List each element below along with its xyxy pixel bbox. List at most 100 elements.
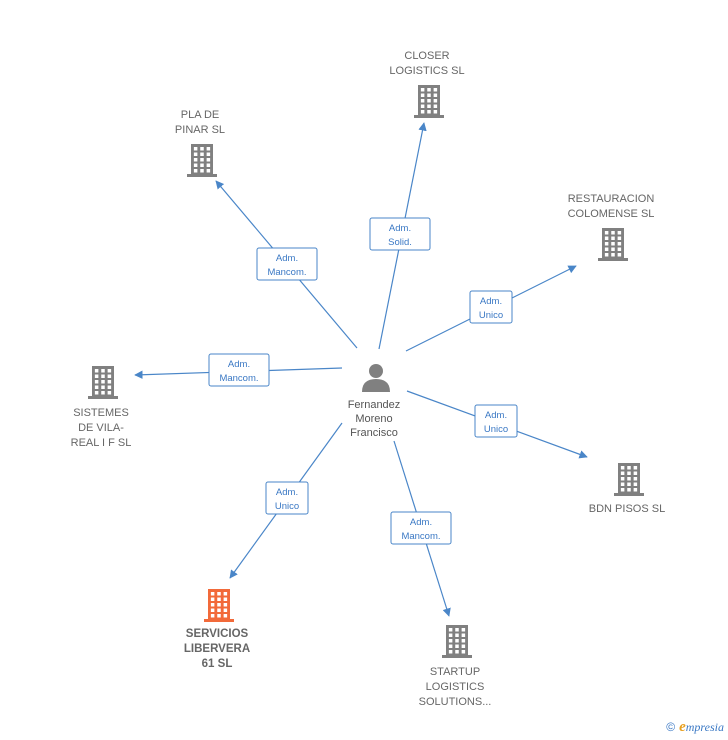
building-window <box>200 147 204 151</box>
building-window <box>94 391 99 395</box>
company-node-servicios[interactable]: SERVICIOS LIBERVERA 61 SL <box>184 589 250 670</box>
building-window <box>223 603 228 607</box>
building-icon[interactable] <box>204 589 234 622</box>
company-name[interactable]: DE VILA- <box>78 422 124 434</box>
building-icon[interactable] <box>88 366 118 399</box>
company-name[interactable]: BDN PISOS SL <box>589 503 665 515</box>
building-window <box>200 158 204 162</box>
company-name[interactable]: PLA DE <box>181 109 220 121</box>
company-name[interactable]: CLOSER <box>404 50 449 62</box>
building-window <box>217 614 221 618</box>
building-window <box>620 471 625 475</box>
company-name[interactable]: LOGISTICS <box>426 681 485 693</box>
building-window <box>206 147 211 151</box>
building-window <box>433 88 438 92</box>
relation-label[interactable]: Adm.Unico <box>469 290 513 324</box>
building-window <box>633 482 638 486</box>
company-name[interactable]: COLOMENSE SL <box>568 208 655 220</box>
company-name[interactable]: LIBERVERA <box>184 643 250 655</box>
relation-label[interactable]: Adm.Mancom. <box>208 353 270 387</box>
relation-edge-sistemes: Adm.Mancom. <box>134 353 343 387</box>
company-node-closer[interactable]: CLOSER LOGISTICS SL <box>389 50 465 118</box>
company-name[interactable]: SOLUTIONS... <box>419 696 492 708</box>
relation-label[interactable]: Adm.Mancom. <box>256 247 318 281</box>
person-icon[interactable] <box>362 364 390 392</box>
building-window <box>617 242 622 246</box>
company-node-pla[interactable]: PLA DE PINAR SL <box>175 109 225 177</box>
company-name[interactable]: SERVICIOS <box>186 628 249 640</box>
building-window <box>200 169 204 173</box>
building-window <box>101 369 105 373</box>
building-window <box>611 231 615 235</box>
building-window <box>627 466 631 470</box>
building-icon[interactable] <box>598 228 628 261</box>
building-window <box>193 169 198 173</box>
relation-label-box <box>208 353 270 387</box>
building-window <box>461 644 466 648</box>
building-window <box>94 380 99 384</box>
building-window <box>620 488 625 492</box>
building-window <box>620 482 625 486</box>
building-window <box>107 369 112 373</box>
relation-label[interactable]: Adm.Solid. <box>369 217 431 251</box>
building-window <box>620 466 625 470</box>
company-name[interactable]: RESTAURACION <box>568 193 655 205</box>
building-window <box>611 236 615 240</box>
relation-label-text: Adm. <box>480 296 502 307</box>
relation-edge-pla: Adm.Mancom. <box>215 180 358 349</box>
company-name[interactable]: PINAR SL <box>175 124 225 136</box>
person-name[interactable]: Fernandez <box>348 399 401 411</box>
building-icon[interactable] <box>187 144 217 177</box>
relation-label[interactable]: Adm.Unico <box>474 404 518 438</box>
building-window <box>461 639 466 643</box>
building-window <box>223 614 228 618</box>
building-window <box>427 93 431 97</box>
building-window <box>193 147 198 151</box>
company-node-startup[interactable]: STARTUP LOGISTICS SOLUTIONS... <box>419 625 492 708</box>
building-window <box>604 231 609 235</box>
person-name[interactable]: Francisco <box>350 427 398 439</box>
building-window <box>206 158 211 162</box>
company-node-restauracion[interactable]: RESTAURACION COLOMENSE SL <box>568 193 655 261</box>
building-window <box>461 633 466 637</box>
building-icon[interactable] <box>442 625 472 658</box>
company-node-bdn[interactable]: BDN PISOS SL <box>589 463 665 515</box>
building-window <box>448 639 453 643</box>
relation-label-box <box>265 481 309 515</box>
building-base <box>204 619 234 622</box>
building-window <box>101 374 105 378</box>
company-name[interactable]: LOGISTICS SL <box>389 65 464 77</box>
building-window <box>427 99 431 103</box>
person-name[interactable]: Moreno <box>355 413 392 425</box>
building-window <box>420 99 425 103</box>
company-name[interactable]: REAL I F SL <box>71 437 132 449</box>
relation-label-box <box>256 247 318 281</box>
company-name[interactable]: 61 SL <box>202 658 233 670</box>
building-window <box>427 104 431 108</box>
company-name[interactable]: SISTEMES <box>73 407 129 419</box>
building-window <box>617 253 622 257</box>
building-window <box>217 597 221 601</box>
building-icon[interactable] <box>614 463 644 496</box>
building-window <box>617 231 622 235</box>
building-window <box>210 597 215 601</box>
building-window <box>455 639 459 643</box>
building-window <box>420 104 425 108</box>
person-body <box>362 379 390 392</box>
building-window <box>101 385 105 389</box>
relation-label[interactable]: Adm.Unico <box>265 481 309 515</box>
building-window <box>420 110 425 114</box>
building-base <box>88 396 118 399</box>
company-name[interactable]: STARTUP <box>430 666 480 678</box>
building-window <box>200 152 204 156</box>
building-window <box>604 253 609 257</box>
relation-label-text: Adm. <box>276 487 298 498</box>
company-node-sistemes[interactable]: SISTEMES DE VILA- REAL I F SL <box>71 366 132 449</box>
building-window <box>627 471 631 475</box>
building-window <box>94 385 99 389</box>
relation-label[interactable]: Adm.Mancom. <box>390 511 452 545</box>
building-window <box>633 466 638 470</box>
building-icon[interactable] <box>414 85 444 118</box>
